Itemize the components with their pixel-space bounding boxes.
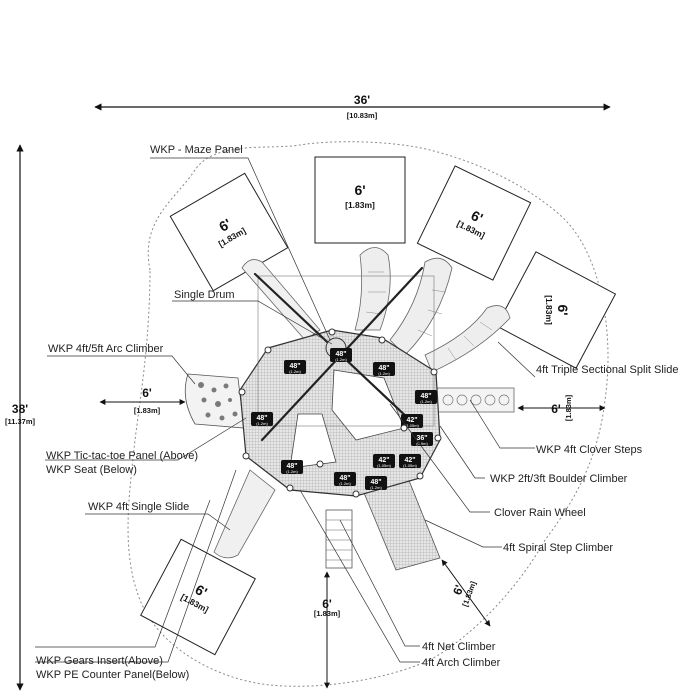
label-net-climber: 4ft Net Climber [422,641,496,653]
leader-lines [35,157,536,663]
deck-height-badge [373,454,395,468]
deck-height-badge [373,362,395,376]
deck-height-value: 48" [378,365,389,372]
clearance-right-metric: [1.83m] [564,394,573,421]
deck-height-value: 48" [289,363,300,370]
label-arch-climber: 4ft Arch Climber [422,657,501,669]
deck-height-metric: (1.05m) [403,463,417,468]
deck-height-value: 48" [335,351,346,358]
deck-height-badge [401,414,423,428]
label-single-drum: Single Drum [174,289,235,301]
deck-height-metric: (1.2m) [370,485,382,490]
arc-climber-holds [198,382,238,421]
curved-slide-top [354,247,391,331]
slide-section-lines [365,271,493,361]
label-gears-insert: WKP Gears Insert(Above) [36,655,163,667]
clearance-right-value: 6' [551,402,561,416]
deck-height-badges: 48"(1.2m)48"(1.2m)48"(1.2m)48"(1.2m)48"(… [251,348,437,490]
deck-height-value: 42" [406,417,417,424]
deck-height-metric: (1.2m) [420,399,432,404]
height-dimension-value: 38' [12,402,28,416]
label-seat: WKP Seat (Below) [46,464,137,476]
height-dimension-metric: [11.37m] [5,417,36,426]
deck-height-metric: (1.05m) [377,463,391,468]
use-zone-bottom-left: 6' [1.83m] [140,538,256,656]
svg-text:6': 6' [354,182,365,198]
label-boulder-climber: WKP 2ft/3ft Boulder Climber [490,473,628,485]
spiral-step-climber [361,477,441,571]
deck-height-badge [284,360,306,374]
label-maze-panel: WKP - Maze Panel [150,144,243,156]
deck-height-metric: (1.2m) [286,469,298,474]
use-zone-top-center: 6' [1.83m] [314,156,406,244]
label-pe-counter: WKP PE Counter Panel(Below) [36,669,189,681]
deck-height-value: 36" [416,435,427,442]
deck-height-metric: (1.2m) [335,357,347,362]
label-triple-slide: 4ft Triple Sectional Split Slide [536,364,678,376]
deck-height-value: 48" [286,463,297,470]
label-clover-steps: WKP 4ft Clover Steps [536,444,643,456]
deck-height-value: 42" [404,457,415,464]
triple-slide-lane-1 [389,257,453,356]
width-dimension-value: 36' [354,93,370,107]
clearance-bottom-right-line [441,559,491,627]
deck-height-badge [411,432,433,446]
clearance-bottom-value: 6' [322,597,332,611]
svg-text:[1.83m]: [1.83m] [345,200,375,210]
clearance-left-metric: [1.83m] [134,406,161,415]
label-single-slide: WKP 4ft Single Slide [88,501,189,513]
deck-height-badge [251,412,273,426]
svg-text:6': 6' [450,583,466,597]
use-zone-right: 6' [1.83m] [495,251,617,369]
deck-height-value: 42" [378,457,389,464]
label-clover-rain-wheel: Clover Rain Wheel [494,507,586,519]
deck-height-metric: (1.2m) [378,371,390,376]
deck-height-badge [399,454,421,468]
deck-height-metric: (1.05m) [405,423,419,428]
safety-zone-outline [127,141,609,687]
svg-text:6': 6' [555,304,571,315]
clearance-left-value: 6' [142,386,152,400]
deck-height-metric: (1.2m) [339,481,351,486]
deck-height-badge [281,460,303,474]
label-arc-climber: WKP 4ft/5ft Arc Climber [48,343,164,355]
clearance-bottom-metric: [1.83m] [314,609,341,618]
deck-height-metric: (0.9m) [416,441,428,446]
deck-height-badge [334,472,356,486]
deck-height-value: 48" [339,475,350,482]
single-slide-bottom-left [213,469,276,559]
deck-height-metric: (1.2m) [289,369,301,374]
width-dimension-metric: [10.83m] [347,111,378,120]
label-spiral-step: 4ft Spiral Step Climber [503,542,613,554]
deck-height-metric: (1.2m) [256,421,268,426]
deck-height-badge [330,348,352,362]
triple-slide-lane-2 [424,305,511,373]
posts [238,328,442,498]
net-climber [325,509,353,569]
label-tic-tac-toe: WKP Tic-tac-toe Panel (Above) [46,450,198,462]
use-zone-top-right: 6' [1.83m] [416,165,532,281]
svg-text:[1.83m]: [1.83m] [544,295,554,325]
deck-height-badge [415,390,437,404]
arc-climber [184,373,245,429]
deck-height-badge [365,476,387,490]
deck-height-value: 48" [420,393,431,400]
deck-height-value: 48" [370,479,381,486]
deck-height-value: 48" [256,415,267,422]
